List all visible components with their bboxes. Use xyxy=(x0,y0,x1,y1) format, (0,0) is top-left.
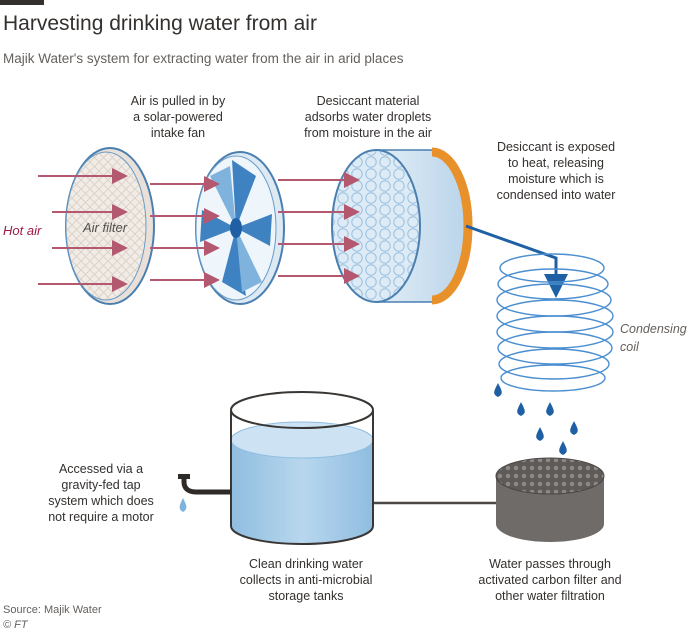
vapour-pipe xyxy=(465,224,568,298)
source-note: Source: Majik Water © FT xyxy=(3,603,102,633)
coil-caption: Condensing coil xyxy=(620,322,687,354)
tap-caption: Accessed via a gravity-fed tap system wh… xyxy=(48,462,154,524)
heat-caption: Desiccant is exposed to heat, releasing … xyxy=(496,140,616,202)
carbon-filter-icon xyxy=(495,457,605,542)
credit-text: © FT xyxy=(3,619,28,631)
air-flow-arrows xyxy=(38,168,360,292)
condensing-coil-icon xyxy=(496,253,614,392)
hot-air-label: Hot air xyxy=(3,223,42,238)
fan-caption: Air is pulled in by a solar-powered inta… xyxy=(130,94,226,140)
tank-caption: Clean drinking water collects in anti-mi… xyxy=(239,557,373,603)
page-title: Harvesting drinking water from air xyxy=(3,12,317,35)
desiccant-drum-icon xyxy=(331,147,473,305)
tap-icon xyxy=(178,474,231,512)
air-filter-label: Air filter xyxy=(83,220,128,235)
source-text: Source: Majik Water xyxy=(3,604,102,616)
air-filter-disc-icon xyxy=(65,147,155,305)
page-subtitle: Majik Water's system for extracting wate… xyxy=(3,51,404,66)
storage-tank-icon xyxy=(230,391,374,545)
desiccant-caption: Desiccant material adsorbs water droplet… xyxy=(304,94,432,140)
brand-bar xyxy=(0,0,44,5)
filter-caption: Water passes through activated carbon fi… xyxy=(478,557,622,603)
water-drop-icons xyxy=(494,383,578,455)
intake-fan-icon xyxy=(195,151,285,305)
